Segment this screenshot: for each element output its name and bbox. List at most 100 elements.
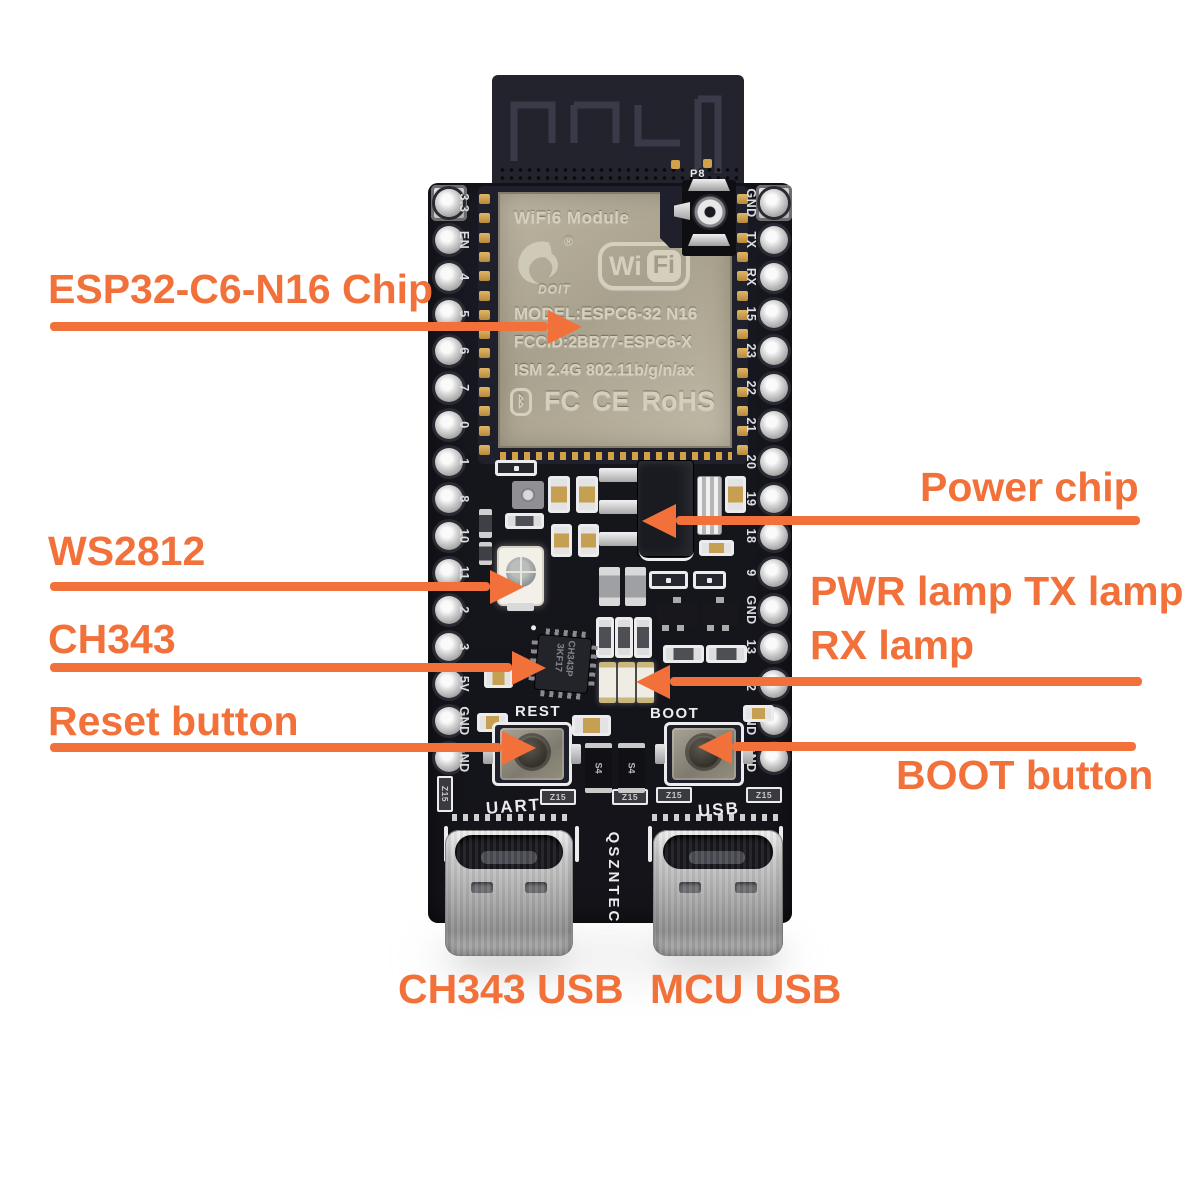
arrow-power-chip xyxy=(676,516,1140,525)
pin-hole xyxy=(435,522,463,550)
pin-hole xyxy=(760,300,788,328)
smd-component xyxy=(599,532,641,546)
pin-hole xyxy=(760,226,788,254)
button-pad xyxy=(655,744,665,764)
arrow-ch343 xyxy=(50,663,512,672)
resistor-marking: Z15 xyxy=(665,790,683,800)
smd-component xyxy=(500,452,732,460)
pin-hole xyxy=(760,485,788,513)
pin-hole xyxy=(435,485,463,513)
smd-component xyxy=(743,705,774,722)
transistor xyxy=(657,597,697,631)
button-pad xyxy=(571,744,581,764)
ipex-silkscreen-label: P8 xyxy=(690,168,706,180)
castellation-pad xyxy=(479,232,490,243)
annotation-usb-right: MCU USB xyxy=(650,966,842,1012)
diode-marking: S4 xyxy=(593,762,604,774)
usb-tongue xyxy=(689,851,745,864)
resistor: Z15 xyxy=(540,789,576,805)
smd-component xyxy=(625,567,646,606)
smd-component xyxy=(596,617,614,658)
castellation-pad xyxy=(479,406,490,417)
usb-tongue xyxy=(481,851,537,864)
pin-hole xyxy=(435,374,463,402)
usb-dimple xyxy=(735,882,757,893)
smd-component xyxy=(578,524,599,557)
castellation-pad xyxy=(479,309,490,320)
arrow-head xyxy=(698,730,732,764)
castellation-pad xyxy=(479,329,490,340)
usb-dimple xyxy=(525,882,547,893)
castellation-pad xyxy=(737,444,748,455)
smd-component xyxy=(725,476,746,513)
pin-hole xyxy=(760,522,788,550)
ipex-shield-tab xyxy=(688,234,730,246)
annotation-ws2812: WS2812 xyxy=(48,528,206,574)
antenna-meander-trace xyxy=(510,95,722,173)
resistor-marking: Z15 xyxy=(549,792,567,802)
smd-component xyxy=(697,476,722,535)
reset-silkscreen-label: REST xyxy=(515,703,562,720)
castellation-pad xyxy=(737,251,748,262)
arrow-ws2812 xyxy=(50,582,490,591)
pin-hole xyxy=(435,263,463,291)
certification-logos: ᛒ FC CE RoHS xyxy=(510,386,715,417)
wifi-logo: Wi Fi xyxy=(598,242,690,290)
castellation-pad xyxy=(479,387,490,397)
pin-hole xyxy=(760,559,788,587)
pin-hole xyxy=(760,411,788,439)
arrow-esp-chip xyxy=(50,322,548,331)
resistor-marking: Z15 xyxy=(440,785,450,803)
resistor: Z15 xyxy=(656,787,692,803)
diode-marking: S4 xyxy=(626,762,637,774)
pin-hole xyxy=(435,226,463,254)
resistor-marking: Z15 xyxy=(621,792,639,802)
usb-dimple xyxy=(471,882,493,893)
pin-hole xyxy=(435,337,463,365)
ipex-antenna-connector: P8 xyxy=(674,166,740,264)
castellation-pad xyxy=(737,406,748,417)
arrow-head xyxy=(490,570,524,604)
doit-logo: ® DOIT xyxy=(512,234,582,298)
doit-wordmark: DOIT xyxy=(538,282,571,296)
resistor: Z15 xyxy=(437,776,453,812)
smd-component xyxy=(576,476,598,513)
ipex-coax-ring xyxy=(692,194,728,230)
smd-component xyxy=(706,645,747,663)
usb-slot xyxy=(663,835,773,869)
gold-via xyxy=(703,159,712,168)
pin-hole xyxy=(435,670,463,698)
arrow-reset-button xyxy=(50,743,502,752)
ipex-shield-tab xyxy=(688,179,730,191)
arrow-lamps xyxy=(670,677,1142,686)
button-pad xyxy=(483,744,493,764)
castellation-pad xyxy=(737,309,748,320)
usb-silkscreen-label: USB xyxy=(697,798,741,821)
smd-component xyxy=(599,500,641,514)
smd-component xyxy=(479,509,492,538)
smd-component xyxy=(649,571,688,589)
smd-component xyxy=(634,617,652,658)
smd-component xyxy=(648,826,652,862)
annotation-esp-chip: ESP32-C6-N16 Chip xyxy=(48,266,434,312)
diode: S4 xyxy=(618,743,645,793)
castellation-pad xyxy=(479,251,490,262)
usb-connector-mcu xyxy=(653,830,783,956)
tx-lamp xyxy=(618,662,635,703)
castellation-pad xyxy=(479,367,490,378)
arrow-head xyxy=(512,651,546,685)
usb-dimple xyxy=(679,882,701,893)
module-title: WiFi6 Module xyxy=(514,208,630,227)
smd-component xyxy=(479,542,492,565)
pin-hole xyxy=(760,633,788,661)
castellation-pad xyxy=(479,290,490,301)
castellation-pad xyxy=(479,348,490,359)
resistor: Z15 xyxy=(746,787,782,803)
ch343-marking: CH343P 3KF17 xyxy=(552,640,577,677)
ce-logo: CE xyxy=(592,386,630,416)
pin-hole xyxy=(760,374,788,402)
pin-hole xyxy=(760,337,788,365)
ipex-shield-tab xyxy=(674,202,690,220)
smd-component xyxy=(615,617,633,658)
